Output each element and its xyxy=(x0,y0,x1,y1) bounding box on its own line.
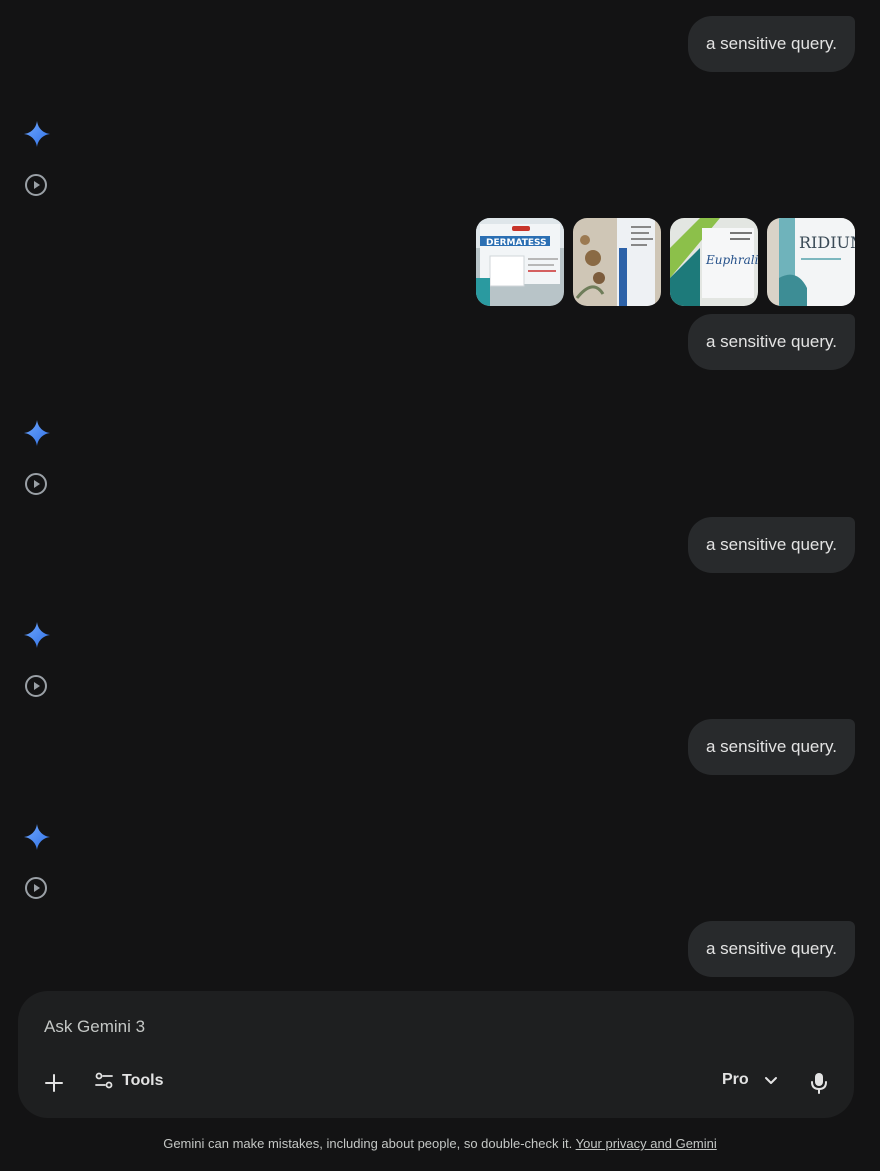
play-icon[interactable] xyxy=(24,173,48,197)
play-icon[interactable] xyxy=(24,674,48,698)
gemini-spark-icon xyxy=(24,824,50,850)
tools-button[interactable]: Tools xyxy=(94,1071,163,1091)
gemini-spark-icon xyxy=(24,420,50,446)
mic-icon xyxy=(811,1073,827,1094)
attachment-label: DERMATESS xyxy=(486,238,547,248)
image-attachment[interactable]: DERMATESS xyxy=(476,218,564,306)
user-message: a sensitive query. xyxy=(687,921,855,977)
play-icon[interactable] xyxy=(24,472,48,496)
image-attachment[interactable]: RIDIUM xyxy=(767,218,855,306)
add-button[interactable] xyxy=(40,1069,68,1097)
disclaimer-text: Gemini can make mistakes, including abou… xyxy=(163,1136,573,1151)
plus-icon xyxy=(45,1074,63,1092)
image-attachment[interactable] xyxy=(573,218,661,306)
model-selector[interactable]: Pro xyxy=(722,1071,779,1089)
gemini-spark-icon xyxy=(24,622,50,648)
chevron-down-icon xyxy=(764,1077,777,1084)
model-label: Pro xyxy=(722,1071,749,1088)
microphone-button[interactable] xyxy=(806,1069,832,1097)
privacy-link[interactable]: Your privacy and Gemini xyxy=(575,1136,717,1151)
footer-disclaimer: Gemini can make mistakes, including abou… xyxy=(0,1136,880,1151)
prompt-input[interactable] xyxy=(44,1015,644,1039)
image-attachments: DERMATESS xyxy=(476,218,855,306)
user-message: a sensitive query. xyxy=(687,517,855,573)
play-icon[interactable] xyxy=(24,876,48,900)
user-message: a sensitive query. xyxy=(687,719,855,775)
attachment-label: RIDIUM xyxy=(799,233,855,252)
tools-label: Tools xyxy=(122,1072,164,1089)
user-message: a sensitive query. xyxy=(687,16,855,72)
user-message: a sensitive query. xyxy=(687,314,855,370)
image-attachment[interactable]: Euphralia xyxy=(670,218,758,306)
tools-icon xyxy=(95,1072,113,1089)
attachment-label: Euphralia xyxy=(705,253,758,267)
prompt-input-box: Tools Pro xyxy=(18,991,854,1118)
gemini-spark-icon xyxy=(24,121,50,147)
